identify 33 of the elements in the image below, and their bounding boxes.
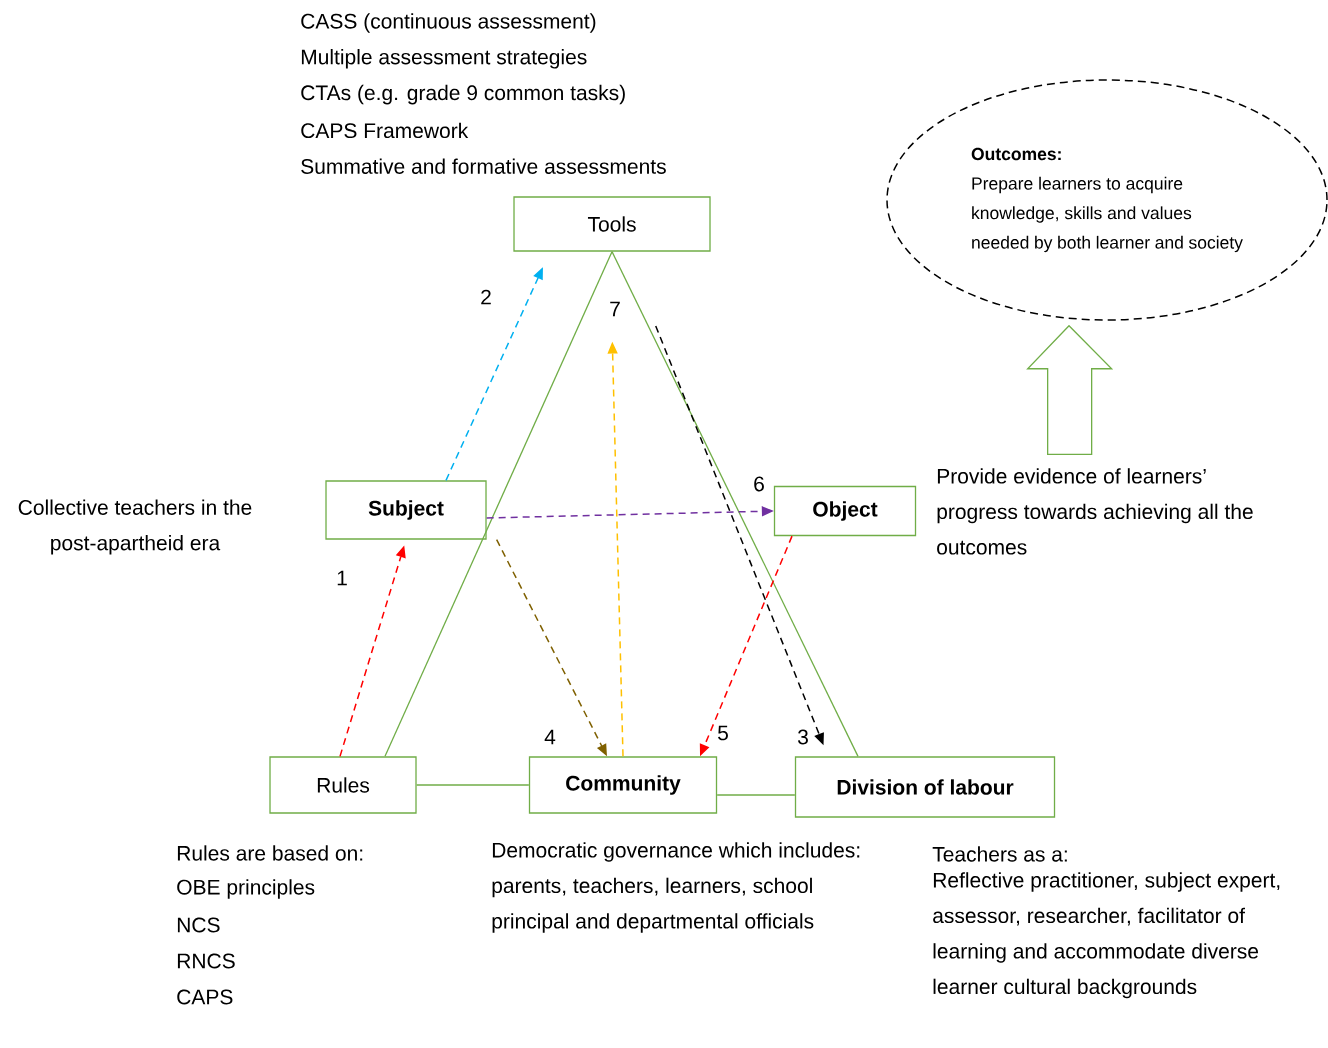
annotation-text: Reflective practitioner, subject expert, assessor, researcher, facilitator of learning and accommodate diverse learner cultural backgrounds	[933, 872, 1280, 999]
annotation-text: Teachers as a:	[932, 846, 1067, 862]
process-box: Object	[773, 485, 917, 537]
process-box: Tools	[513, 196, 711, 252]
process-box: Community	[528, 756, 718, 814]
edge-label: 7	[608, 300, 622, 318]
annotation-text: CTAs (e.g. grade 9 common tasks)	[301, 84, 625, 105]
annotation-text: Summative and formative assessments	[301, 158, 666, 174]
annotation-text: Collective teachers in the post-apartheid era	[18, 499, 252, 555]
edge-label: 4	[543, 728, 557, 746]
connector-line	[611, 251, 859, 757]
process-box: Subject	[325, 480, 487, 540]
connector-line	[416, 784, 530, 786]
annotation-text: Rules are based on:	[177, 845, 363, 861]
annotation-text: CAPS	[177, 989, 233, 1005]
process-box: Rules	[269, 756, 417, 814]
annotation-text: OBE principles	[177, 879, 315, 899]
edge-label: 1	[335, 569, 349, 587]
connector-line	[384, 251, 613, 757]
annotation-text: Provide evidence of learners’ progress towards achieving all the outcomes	[937, 468, 1253, 555]
edge-label: 2	[479, 288, 493, 306]
annotation-text: CAPS Framework	[301, 122, 469, 139]
annotation-text: CASS (continuous assessment)	[301, 13, 596, 33]
annotation-text: Democratic governance which includes: parents, teachers, learners, school principal and departmental officials	[492, 842, 860, 933]
process-box: Division of labour	[794, 756, 1056, 818]
edge-label: 3	[796, 728, 810, 746]
block-arrow	[1026, 324, 1114, 455]
annotation-text: NCS	[177, 917, 220, 933]
annotation-text: RNCS	[177, 953, 235, 969]
connector-line	[716, 794, 796, 796]
edge-label: 5	[716, 724, 730, 742]
edge-label: 6	[752, 475, 766, 493]
annotation-text: Multiple assessment strategies	[301, 49, 587, 69]
